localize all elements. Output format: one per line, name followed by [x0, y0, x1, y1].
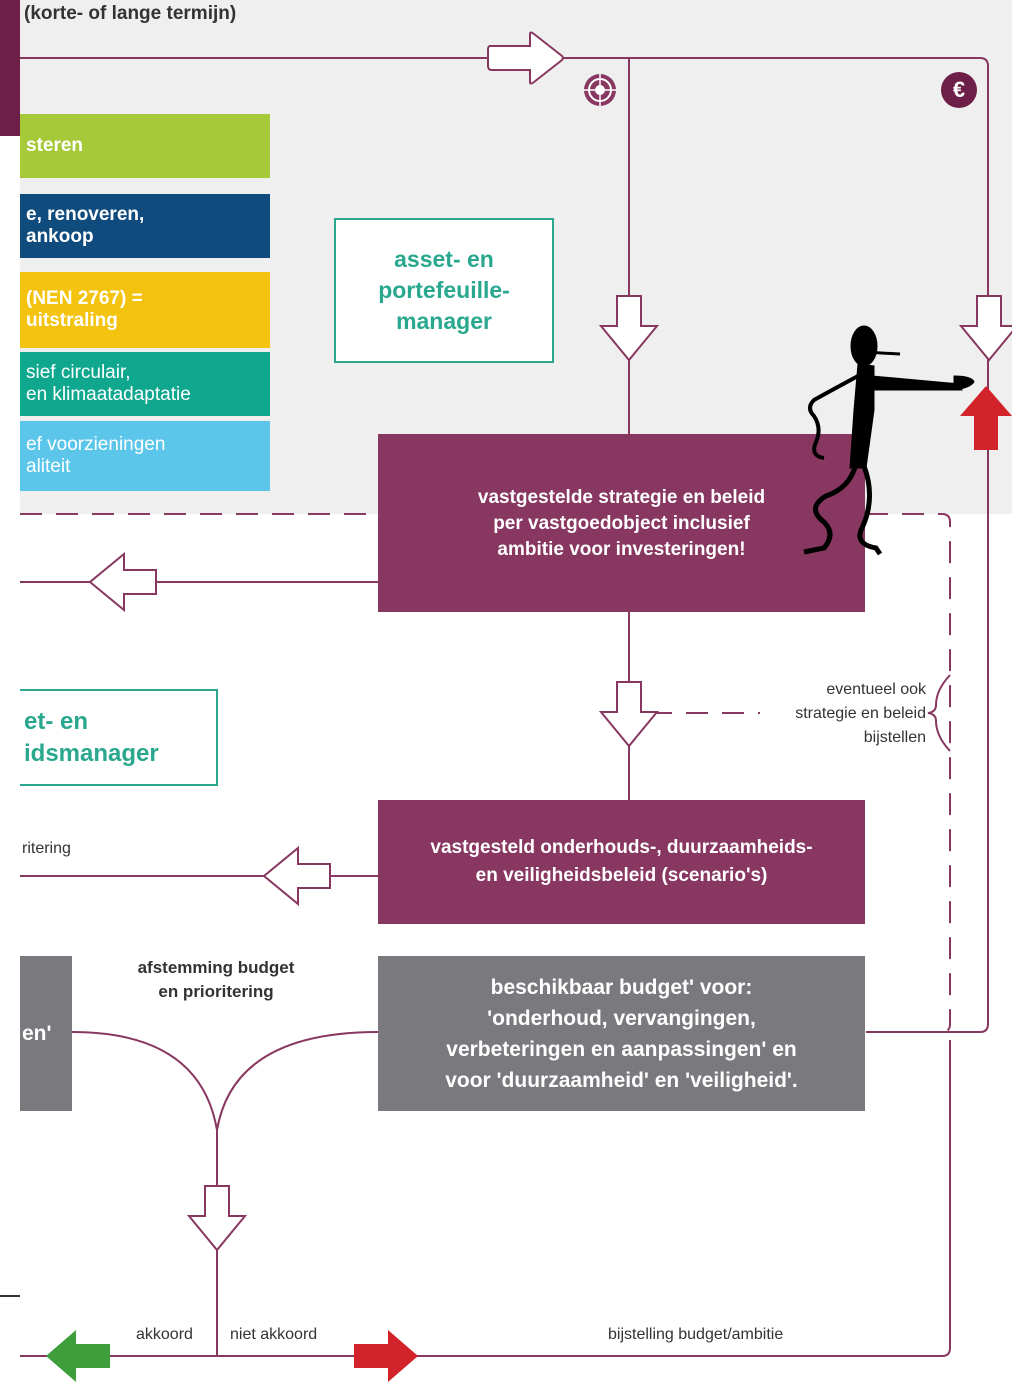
- left-grey-box: en': [20, 956, 72, 1111]
- pointing-figure-icon: [803, 325, 975, 556]
- left-arrow-icon: [262, 845, 331, 907]
- left-arrow-icon: [88, 551, 157, 613]
- prioritering-label: ritering: [22, 840, 71, 857]
- policy-box: vastgesteld onderhouds-, duurzaamheids- …: [378, 800, 865, 924]
- bijstelling-label: bijstelling budget/ambitie: [608, 1326, 784, 1343]
- afstemming-label: afstemming budget en prioritering: [137, 958, 295, 1001]
- red-up-arrow-icon: [960, 386, 1012, 450]
- akkoord-label: akkoord: [136, 1326, 193, 1343]
- side-bar-4: sief circulair, en klimaatadaptatie: [20, 352, 270, 416]
- left-crop-strip: [0, 136, 20, 1387]
- strategy-box: vastgestelde strategie en beleid per vas…: [378, 434, 865, 612]
- side-bar-3: (NEN 2767) = uitstraling: [20, 272, 270, 348]
- niet-akkoord-label: niet akkoord: [230, 1326, 318, 1343]
- target-icon: [584, 74, 616, 106]
- green-left-arrow-icon: [46, 1330, 110, 1382]
- right-arrow-icon: [487, 31, 564, 85]
- eventueel-label: eventueel ook strategie en beleid bijste…: [795, 681, 926, 746]
- side-bar-5: ef voorzieningen aliteit: [20, 421, 270, 491]
- side-bar-1: steren: [20, 114, 270, 178]
- purple-corner-tab: [0, 0, 20, 136]
- down-arrow-icon: [598, 295, 660, 362]
- budget-box: beschikbaar budget' voor: 'onderhoud, ve…: [378, 956, 865, 1111]
- down-arrow-icon: [186, 1185, 248, 1252]
- red-right-arrow-icon: [354, 1330, 418, 1382]
- euro-icon: €: [941, 72, 977, 108]
- asset-manager-box: et- en idsmanager: [20, 689, 218, 786]
- side-bar-2: e, renoveren, ankoop: [20, 194, 270, 258]
- down-arrow-icon: [598, 681, 660, 748]
- header-title: (korte- of lange termijn): [24, 3, 237, 24]
- down-arrow-icon: [958, 295, 1012, 362]
- asset-portfolio-manager-box: asset- en portefeuille- manager: [334, 218, 554, 363]
